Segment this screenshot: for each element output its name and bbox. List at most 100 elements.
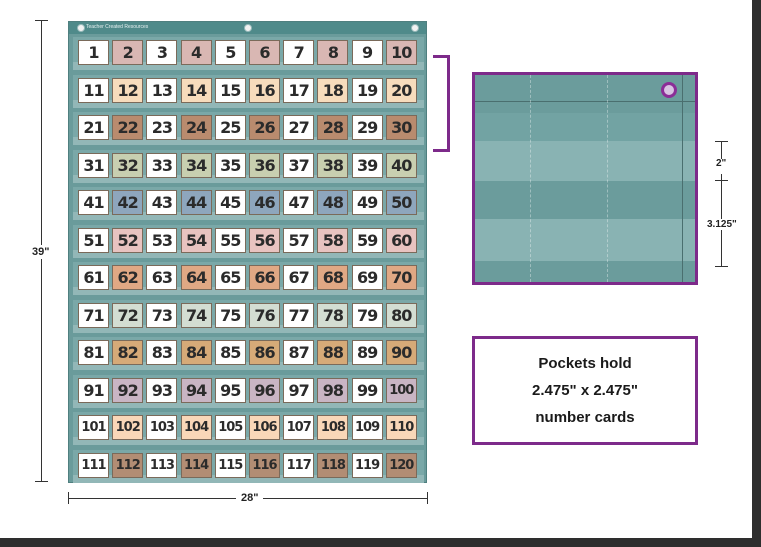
number-card: 12 <box>112 77 144 103</box>
number-card: 118 <box>317 452 349 478</box>
number-card: 11 <box>78 77 109 103</box>
number-card: 97 <box>283 377 315 403</box>
number-card: 17 <box>283 77 315 103</box>
number-card: 88 <box>317 340 349 365</box>
number-card: 1 <box>78 40 109 65</box>
number-card: 14 <box>180 77 212 103</box>
number-card: 28 <box>317 115 349 140</box>
number-card: 49 <box>351 190 383 215</box>
detail-header-line <box>475 101 695 102</box>
number-card: 90 <box>385 340 417 365</box>
number-card: 66 <box>249 265 280 290</box>
number-card: 108 <box>317 415 349 440</box>
number-card: 70 <box>385 265 417 290</box>
number-card: 94 <box>180 377 212 403</box>
number-card: 112 <box>112 452 144 478</box>
number-card: 119 <box>351 452 383 478</box>
info-line-3: number cards <box>535 409 635 426</box>
number-card: 105 <box>214 415 246 440</box>
detail-bracket <box>433 55 450 152</box>
width-label: 28" <box>236 492 264 504</box>
number-card: 91 <box>78 377 109 403</box>
number-card: 32 <box>112 152 144 178</box>
number-card: 56 <box>249 227 280 253</box>
number-card: 68 <box>317 265 349 290</box>
number-card: 43 <box>146 190 178 215</box>
number-card: 64 <box>180 265 212 290</box>
number-card: 42 <box>112 190 144 215</box>
number-card: 27 <box>283 115 315 140</box>
number-card: 24 <box>180 115 212 140</box>
number-card: 21 <box>78 115 109 140</box>
number-card: 30 <box>385 115 417 140</box>
number-card: 76 <box>249 302 280 328</box>
width-dimension-cap-right <box>427 492 428 504</box>
number-card: 40 <box>385 152 417 178</box>
pocket-height-label: 3.125" <box>706 219 738 230</box>
number-card: 46 <box>249 190 280 215</box>
number-card: 39 <box>351 152 383 178</box>
number-card: 117 <box>283 452 315 478</box>
number-card: 33 <box>146 152 178 178</box>
number-card: 96 <box>249 377 280 403</box>
number-card: 93 <box>146 377 178 403</box>
number-card: 22 <box>112 115 144 140</box>
number-card: 47 <box>283 190 315 215</box>
pocket-dimension-cap-top <box>715 180 728 181</box>
number-card: 18 <box>317 77 349 103</box>
number-card: 98 <box>317 377 349 403</box>
number-card: 23 <box>146 115 178 140</box>
number-card: 87 <box>283 340 315 365</box>
number-card: 20 <box>385 77 417 103</box>
grommet-icon <box>661 82 677 98</box>
number-card: 34 <box>180 152 212 178</box>
number-card: 35 <box>214 152 246 178</box>
chart-header-strip: Teacher Created Resources <box>69 22 426 34</box>
number-card: 61 <box>78 265 109 290</box>
detail-seam <box>607 75 608 282</box>
number-card: 8 <box>317 40 349 65</box>
number-card: 7 <box>283 40 315 65</box>
number-card: 109 <box>351 415 383 440</box>
number-card: 15 <box>214 77 246 103</box>
number-card: 103 <box>146 415 178 440</box>
detail-edge-line <box>682 75 683 282</box>
number-card: 72 <box>112 302 144 328</box>
number-card: 4 <box>180 40 212 65</box>
pocket-dimension-cap-bottom <box>715 266 728 267</box>
number-card: 31 <box>78 152 109 178</box>
number-card: 115 <box>214 452 246 478</box>
number-card: 84 <box>180 340 212 365</box>
number-card: 2 <box>112 40 144 65</box>
number-card: 95 <box>214 377 246 403</box>
number-card: 114 <box>180 452 212 478</box>
number-card: 102 <box>112 415 144 440</box>
info-line-2: 2.475" x 2.475" <box>532 382 638 399</box>
number-card: 44 <box>180 190 212 215</box>
number-card: 104 <box>180 415 212 440</box>
number-card: 89 <box>351 340 383 365</box>
number-card: 3 <box>146 40 178 65</box>
number-card: 63 <box>146 265 178 290</box>
height-dimension-cap-top <box>35 20 48 21</box>
number-card: 69 <box>351 265 383 290</box>
number-card: 80 <box>385 302 417 328</box>
number-card: 100 <box>385 377 417 403</box>
number-card: 45 <box>214 190 246 215</box>
number-card: 54 <box>180 227 212 253</box>
number-card: 74 <box>180 302 212 328</box>
number-card: 83 <box>146 340 178 365</box>
number-card: 19 <box>351 77 383 103</box>
number-card: 16 <box>249 77 280 103</box>
number-card: 6 <box>249 40 280 65</box>
